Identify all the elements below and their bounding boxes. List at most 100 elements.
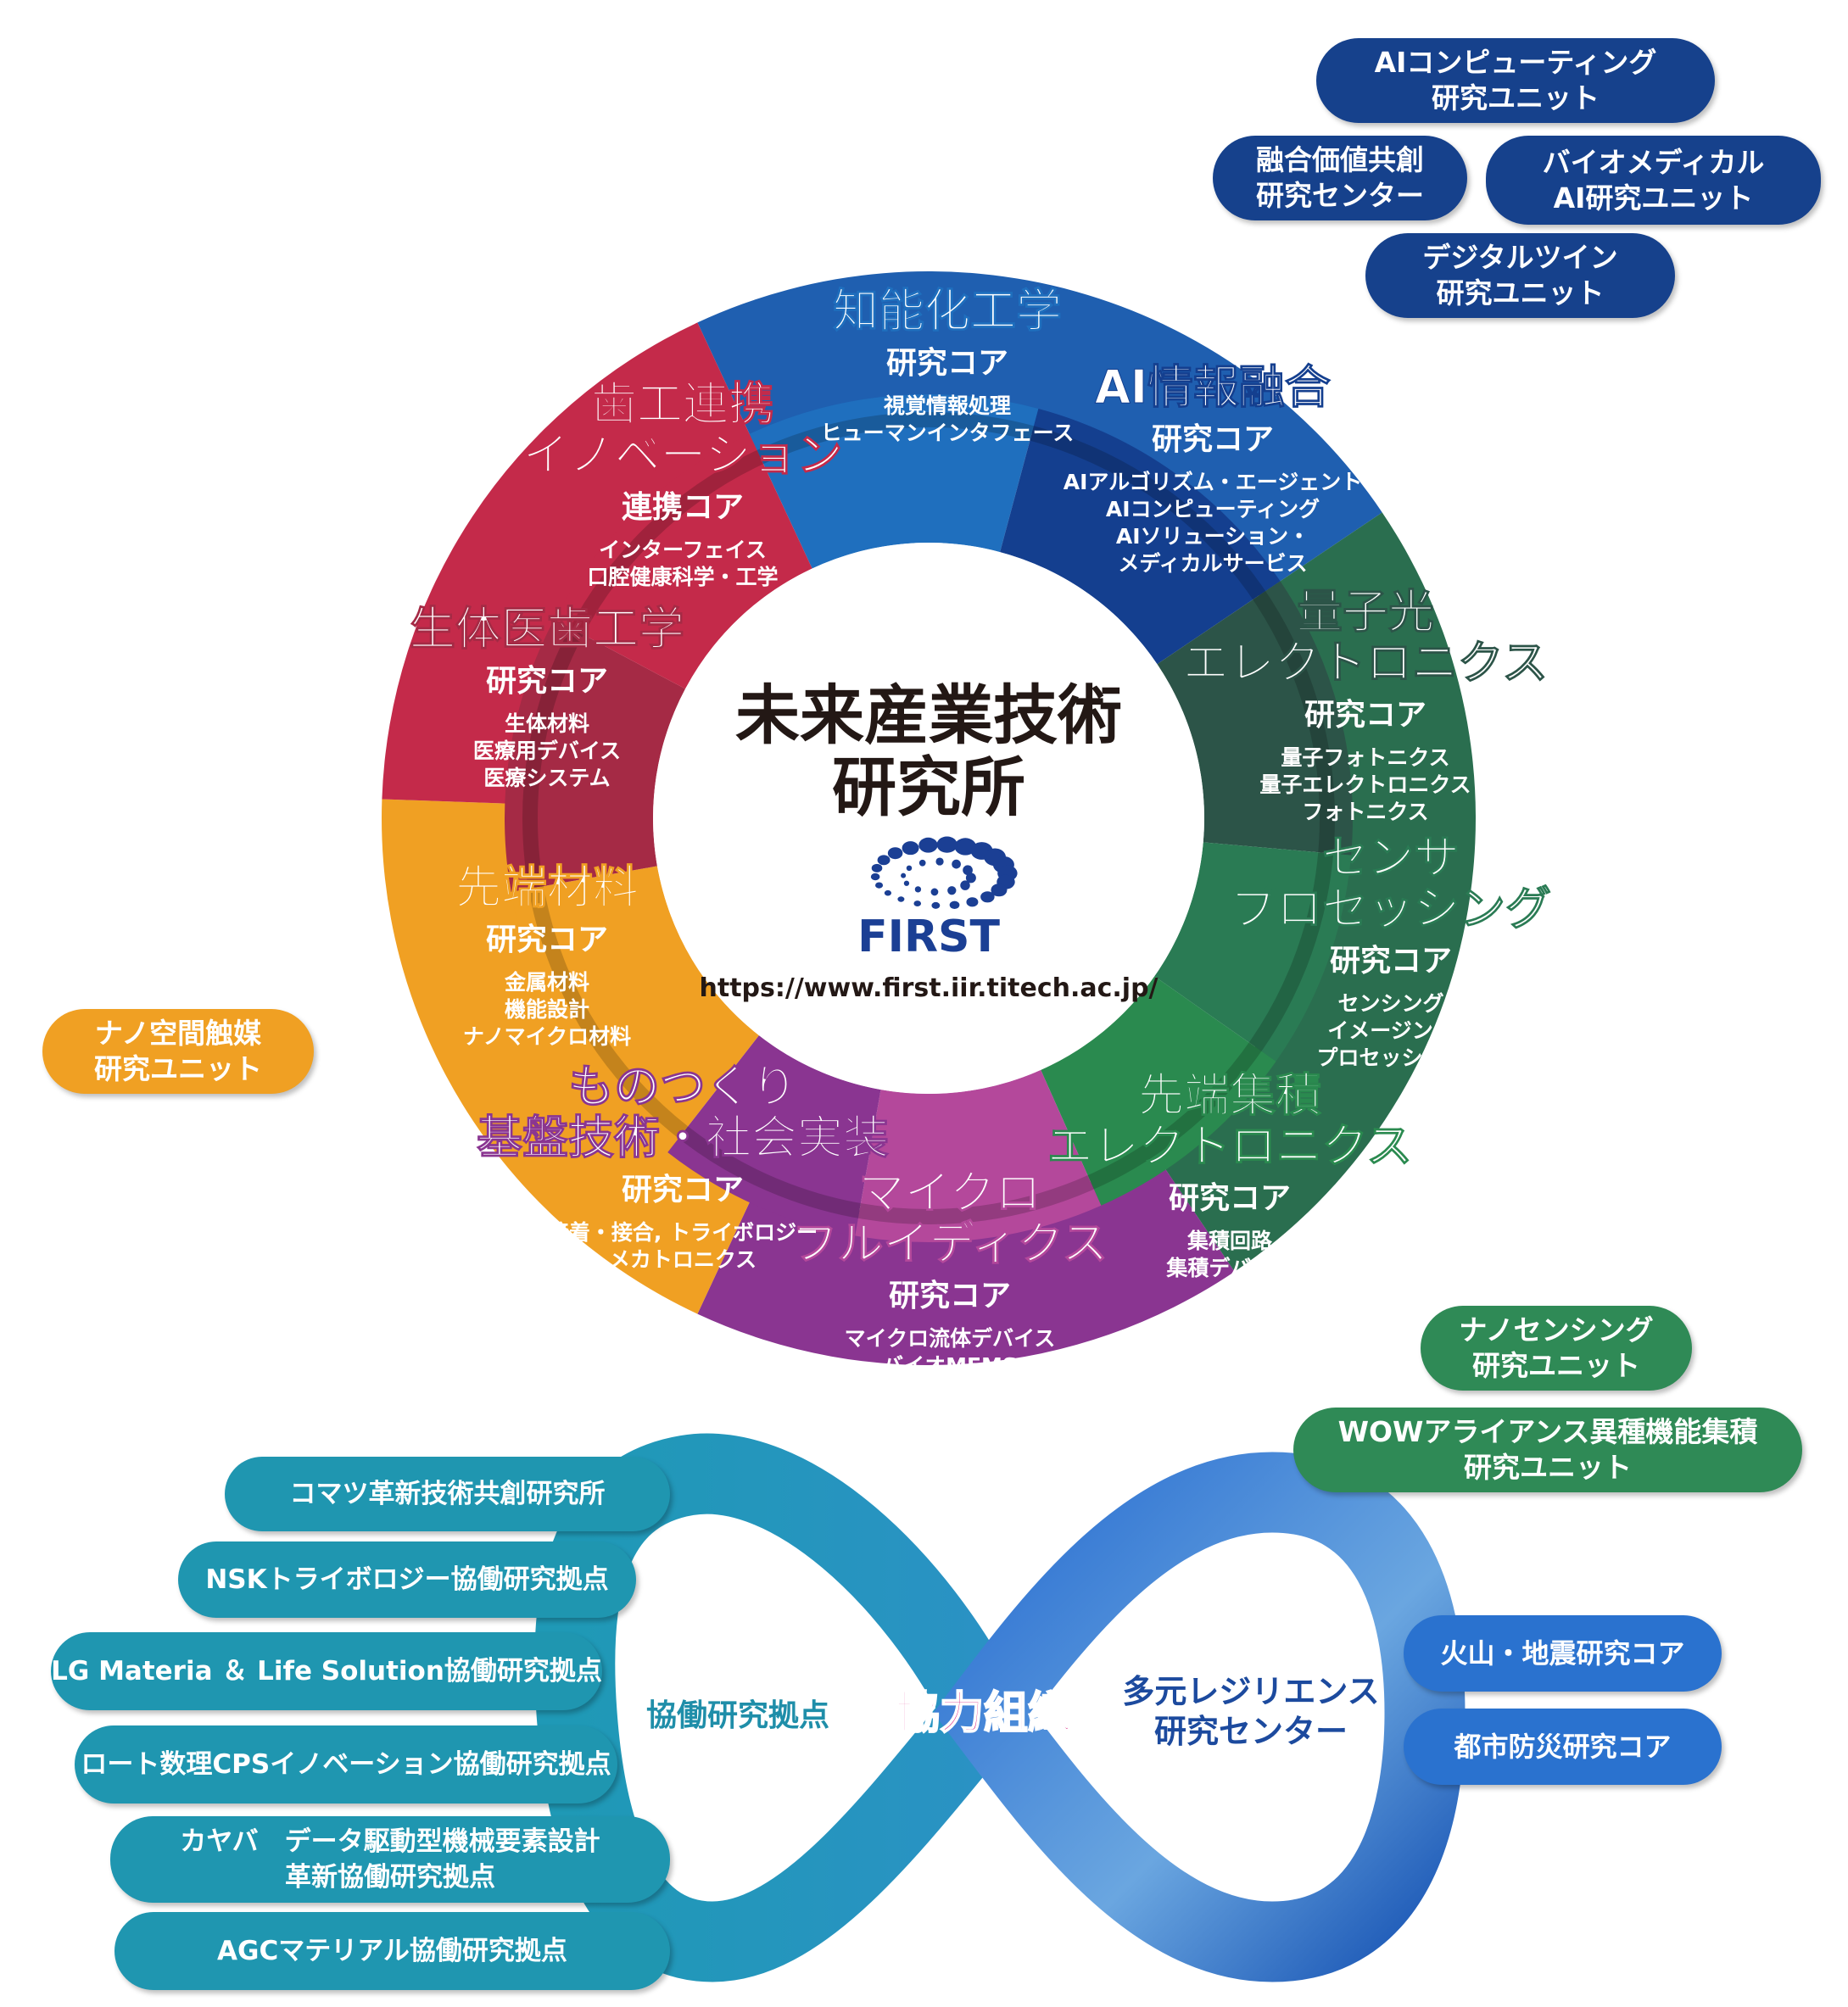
unit-nano-sensing[interactable]: ナノセンシング 研究ユニット <box>1421 1306 1692 1391</box>
logo-dot <box>965 872 976 884</box>
logo-dot <box>947 886 957 895</box>
core-title: プロセッシング <box>1231 882 1551 935</box>
core-detail: 集積回路 <box>1186 1229 1273 1253</box>
core-sector-sentan_zairyo[interactable] <box>511 866 759 1153</box>
core-detail: メカトロニクス <box>609 1247 757 1272</box>
unit-wow[interactable]: WOWアライアンス異種機能集積 研究ユニット <box>1293 1408 1802 1492</box>
core-subtitle: 研究コア <box>1152 422 1274 457</box>
core-detail: 量子エレクトロニクス <box>1259 772 1471 797</box>
logo-dot <box>906 865 913 872</box>
core-subtitle: 研究コア <box>886 346 1008 381</box>
unit-label: デジタルツイン <box>1422 241 1618 274</box>
center-title-line1: 未来産業技術 <box>735 677 1122 753</box>
logo-dot <box>935 857 944 866</box>
core-sector-sensor[interactable] <box>1154 842 1352 1062</box>
collab-item-label: NSKトライボロジー協働研究拠点 <box>205 1564 609 1595</box>
core-sector-seitai[interactable] <box>505 619 686 892</box>
collab-item-label: 都市防災研究コア <box>1454 1731 1672 1763</box>
core-detail: プロセッシング <box>1316 1045 1465 1070</box>
collab-item-kazan[interactable]: 火山・地震研究コア <box>1404 1615 1722 1692</box>
core-title: 量子光 <box>1297 585 1434 638</box>
logo-dot <box>903 880 910 886</box>
core-subtitle: 研究コア <box>1330 944 1452 978</box>
unit-yugo[interactable]: 融合価値共創 研究センター <box>1213 136 1467 220</box>
unit-label: ナノセンシング <box>1459 1313 1654 1346</box>
core-sector-ai[interactable] <box>1000 409 1281 665</box>
core-detail: ヒューマンインタフェース <box>821 421 1075 445</box>
collab-item-label: カヤバ データ駆動型機械要素設計 <box>180 1826 600 1857</box>
core-title: イノベーション <box>523 428 843 482</box>
core-sector-micro[interactable] <box>855 1069 1102 1242</box>
unit-label: 研究センター <box>1256 179 1424 212</box>
core-detail: マイクロ流体デバイス <box>845 1326 1056 1351</box>
core-detail: フォトニクス <box>1302 800 1428 824</box>
first-logo <box>870 836 1018 909</box>
collab-item-kyb[interactable]: カヤバ データ駆動型機械要素設計 革新協働研究拠点 <box>110 1816 670 1903</box>
core-sector-sentan_shuseki[interactable] <box>1041 976 1276 1206</box>
logo-dot <box>963 865 973 876</box>
logo-dot <box>936 836 957 853</box>
core-label-ai: AI情報融合研究コアAIアルゴリズム・エージェントAIコンピューティングAIソリ… <box>1064 360 1362 577</box>
logo-dot <box>901 872 907 878</box>
unit-label: 融合価値共創 <box>1256 143 1424 176</box>
unit-label: バイオメディカル <box>1542 145 1765 179</box>
collab-item-label: 革新協働研究拠点 <box>285 1862 495 1893</box>
core-title: エレクトロニクス <box>1183 636 1548 689</box>
unit-bio-ai[interactable]: バイオメディカル AI研究ユニット <box>1486 136 1821 225</box>
ring-divider <box>522 412 1335 1224</box>
core-sector-chino[interactable] <box>749 394 1039 569</box>
domain-sector <box>382 322 761 805</box>
core-title: 先端材料 <box>455 861 639 914</box>
collab-item-komatsu[interactable]: コマツ革新技術共創研究所 <box>225 1457 670 1531</box>
collab-item-toshi[interactable]: 都市防災研究コア <box>1404 1709 1722 1785</box>
collab-item-lg[interactable]: LG Materia ＆ Life Solution協働研究拠点 <box>51 1632 602 1710</box>
logo-dot <box>952 859 961 869</box>
core-subtitle: 研究コア <box>889 1279 1011 1313</box>
logo-dot <box>870 872 880 881</box>
core-detail: 口腔健康科学・工学 <box>587 565 778 589</box>
collab-item-label: AGCマテリアル協働研究拠点 <box>217 1936 567 1966</box>
logo-dot <box>913 900 922 906</box>
core-detail: メディカルサービス <box>1118 551 1307 576</box>
core-title: ものつくり <box>568 1060 797 1113</box>
logo-text: FIRST <box>857 912 1000 962</box>
collab-item-label: コマツ革新技術共創研究所 <box>289 1479 606 1509</box>
logo-dot <box>918 859 926 867</box>
collab-center-label: 協力組織 <box>896 1688 1072 1739</box>
logo-dot <box>960 880 970 890</box>
core-sector-ryoshi[interactable] <box>1157 581 1353 856</box>
logo-dot <box>991 884 1008 897</box>
core-sector-monotsukuri[interactable] <box>667 1035 881 1236</box>
unit-label: 研究ユニット <box>94 1052 262 1085</box>
collab-item-nsk[interactable]: NSKトライボロジー協働研究拠点 <box>178 1541 636 1618</box>
logo-dot <box>954 838 976 856</box>
collab-item-label: 火山・地震研究コア <box>1440 1637 1685 1670</box>
logo-dot <box>931 901 941 909</box>
core-title: AI情報融合 <box>1095 360 1331 414</box>
unit-label: 研究ユニット <box>1436 276 1605 309</box>
domain-sector <box>381 799 761 1314</box>
core-title: 生体医歯工学 <box>410 602 684 655</box>
logo-dot <box>897 896 905 902</box>
unit-digital-twin[interactable]: デジタルツイン 研究ユニット <box>1365 233 1675 318</box>
collab-item-rohto[interactable]: ロート数理CPSイノベーション協働研究拠点 <box>75 1725 617 1804</box>
collab-right-label-line1: 多元レジリエンス <box>1122 1673 1379 1710</box>
collab-item-agc[interactable]: AGCマテリアル協働研究拠点 <box>114 1912 670 1990</box>
unit-nano-kukan[interactable]: ナノ空間触媒 研究ユニット <box>42 1009 314 1094</box>
logo-dot <box>887 847 903 860</box>
unit-label: ナノ空間触媒 <box>94 1017 262 1050</box>
unit-ai-computing[interactable]: AIコンピューティング 研究ユニット <box>1316 38 1715 123</box>
core-detail: バイオMEMS <box>882 1353 1018 1378</box>
core-title: 基盤技術・社会実装 <box>477 1111 889 1164</box>
center-url[interactable]: https://www.first.iir.titech.ac.jp/ <box>700 973 1158 1003</box>
core-sector-shiko[interactable] <box>554 433 812 689</box>
